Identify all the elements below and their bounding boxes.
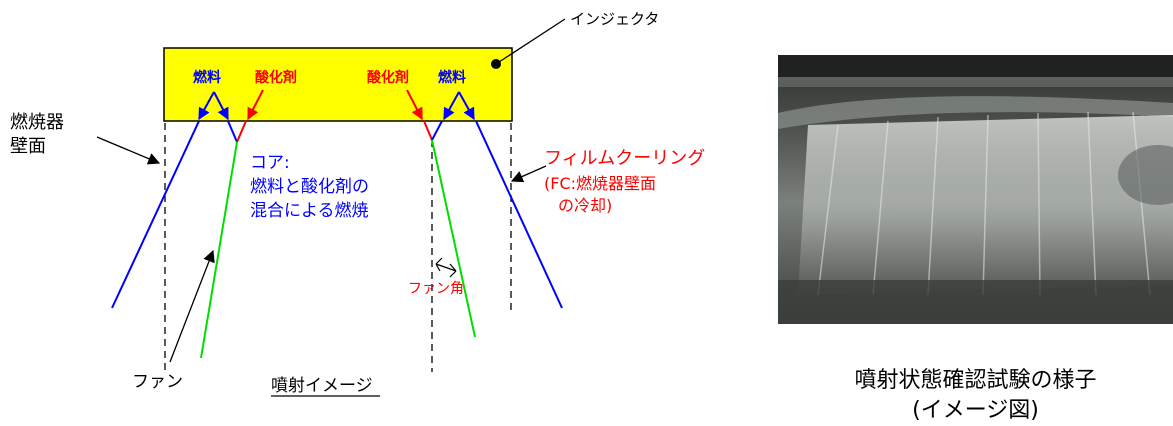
injection-diagram: インジェクタ 燃料 酸化剤 酸化剤 燃料 燃焼器 壁面 コア: 燃料と酸化剤の … bbox=[10, 10, 705, 397]
fan-pointer-arrow bbox=[169, 249, 215, 363]
injector-label: インジェクタ bbox=[570, 10, 659, 28]
oxidizer-arrow-left bbox=[247, 89, 264, 121]
fan-label: ファン bbox=[132, 372, 183, 392]
fuel-arrow-left-b bbox=[213, 91, 229, 121]
fuel-arrow-left-a bbox=[198, 91, 215, 121]
injection-test-photo bbox=[778, 55, 1173, 324]
fan-right bbox=[431, 139, 476, 338]
film-cooling-pointer-arrow bbox=[510, 165, 547, 183]
fuel-arrow-right-b bbox=[458, 91, 475, 121]
oxidizer-arrow-right bbox=[406, 89, 423, 121]
injector-pointer-line bbox=[495, 18, 566, 65]
fuel-jet-left-outer bbox=[111, 120, 200, 309]
fuel-label-right: 燃料 bbox=[438, 69, 466, 86]
core-label-line1: コア: bbox=[250, 153, 290, 173]
fuel-label-left: 燃料 bbox=[193, 69, 221, 86]
oxidizer-label-left: 酸化剤 bbox=[255, 69, 297, 86]
oxidizer-jet-left bbox=[236, 120, 247, 143]
fan-angle-arrow-icon bbox=[435, 257, 457, 278]
core-label-line2: 燃料と酸化剤の bbox=[250, 177, 369, 197]
oxidizer-label-right: 酸化剤 bbox=[367, 69, 409, 86]
photo-caption-line2: (イメージ図) bbox=[912, 398, 1039, 423]
oxidizer-jet-right bbox=[423, 120, 433, 141]
fuel-jet-left-inner bbox=[227, 120, 238, 143]
wall-label-line1: 燃焼器 bbox=[10, 112, 64, 133]
fuel-jet-right-inner bbox=[431, 120, 443, 141]
fan-left bbox=[200, 141, 238, 359]
film-cooling-label-line2: (FC:燃焼器壁面 bbox=[544, 174, 656, 193]
wall-label-line2: 壁面 bbox=[10, 136, 46, 157]
film-cooling-label-line1: フィルムクーリング bbox=[544, 148, 705, 169]
wall-pointer-arrow bbox=[96, 136, 161, 165]
fuel-jet-right-outer bbox=[475, 120, 563, 309]
core-label-line3: 混合による燃焼 bbox=[250, 201, 369, 221]
photo-caption: 噴射状態確認試験の様子 (イメージ図) bbox=[778, 366, 1173, 426]
fan-angle-label: ファン角 bbox=[408, 281, 464, 297]
film-cooling-label-line3: の冷却) bbox=[558, 196, 612, 215]
diagram-caption: 噴射イメージ bbox=[271, 376, 373, 396]
photo-caption-line1: 噴射状態確認試験の様子 bbox=[854, 368, 1097, 393]
fuel-arrow-right-a bbox=[443, 91, 460, 121]
